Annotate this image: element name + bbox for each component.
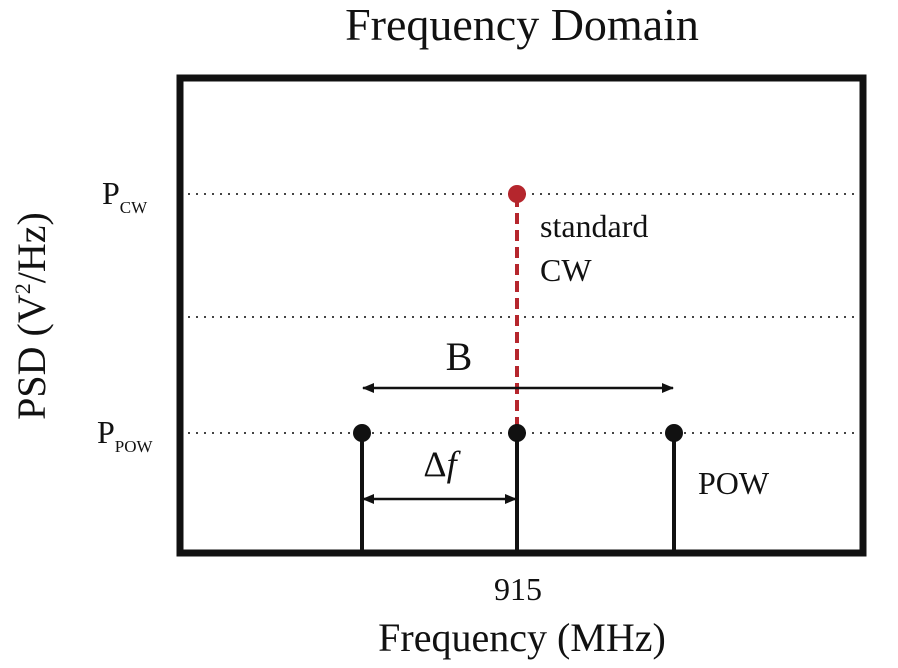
pow-peak-marker-center <box>508 424 526 442</box>
y-level-ppow-sub: POW <box>115 437 154 456</box>
y-axis-label-base: PSD (V <box>9 294 54 420</box>
spacing-label-delta: Δ <box>423 444 446 484</box>
y-level-pcw-sub: CW <box>120 198 148 217</box>
y-axis-label: PSD (V2/Hz) <box>9 212 54 420</box>
y-level-label-ppow: PPOW <box>97 414 154 456</box>
spacing-label-var: f <box>447 444 462 484</box>
y-axis-label-sup: 2 <box>10 283 35 294</box>
y-level-pcw-main: P <box>102 175 120 211</box>
cw-label-line1: standard <box>540 208 648 244</box>
pow-label: POW <box>698 465 770 501</box>
diagram-title: Frequency Domain <box>345 0 699 50</box>
y-level-label-pcw: PCW <box>102 175 148 217</box>
pow-peak-marker-right <box>665 424 683 442</box>
cw-peak-marker <box>508 185 526 203</box>
cw-label-line2: CW <box>540 252 592 288</box>
x-axis-label: Frequency (MHz) <box>378 615 666 660</box>
plot-frame <box>176 74 867 557</box>
y-axis-label-tail: /Hz) <box>9 212 54 283</box>
x-tick-label-915: 915 <box>494 571 542 607</box>
y-level-ppow-main: P <box>97 414 115 450</box>
pow-peak-marker-left <box>353 424 371 442</box>
bandwidth-label: B <box>446 334 473 379</box>
spacing-label: Δf <box>423 444 461 484</box>
